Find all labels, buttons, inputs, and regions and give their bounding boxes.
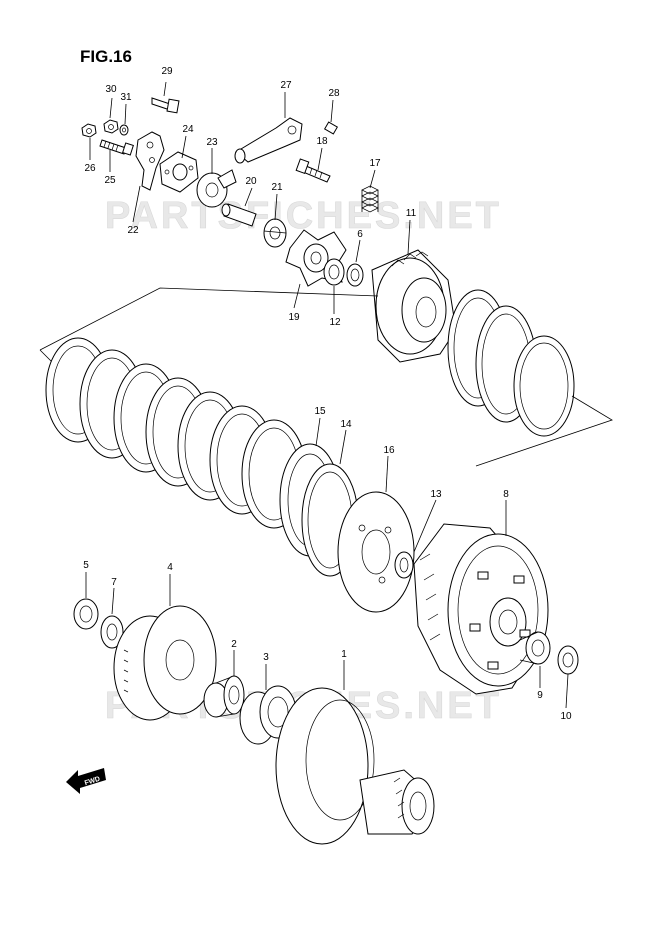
callout-25: 25	[104, 175, 116, 186]
callout-labels: 29 30 31 26 25 22 24 23 20 21 27 28 18 1…	[83, 66, 572, 722]
callout-5: 5	[83, 560, 89, 571]
callout-19: 19	[288, 312, 300, 323]
callout-14: 14	[340, 419, 352, 430]
part-2-bushing	[203, 675, 245, 718]
part-4-starter-clutch	[113, 605, 217, 721]
callout-23: 23	[206, 137, 218, 148]
callout-9: 9	[537, 690, 543, 701]
part-29-bolt	[151, 97, 180, 114]
forward-label: FWD	[84, 776, 101, 788]
callout-18: 18	[316, 136, 328, 147]
callout-10: 10	[560, 711, 572, 722]
part-18-bolt	[295, 158, 331, 183]
upper-plates-group	[447, 289, 575, 437]
callout-17: 17	[369, 158, 381, 169]
part-11-clutch-hub	[371, 249, 457, 363]
callout-12: 12	[329, 317, 341, 328]
callout-31: 31	[120, 92, 132, 103]
callout-15: 15	[314, 406, 326, 417]
part-22-bracket	[135, 131, 165, 191]
part-8-driven-gear	[413, 523, 549, 695]
forward-arrow-icon: FWD	[66, 768, 106, 794]
part-30-nut	[103, 119, 119, 134]
plates-bracket-lines	[39, 287, 613, 467]
callout-7: 7	[111, 577, 117, 588]
callout-8: 8	[503, 489, 509, 500]
callout-21: 21	[271, 182, 283, 193]
callout-16: 16	[383, 445, 395, 456]
part-1-gear-shaft	[275, 687, 435, 845]
callout-4: 4	[167, 562, 173, 573]
callout-3: 3	[263, 652, 269, 663]
leader-lines	[85, 81, 569, 709]
part-20-shaft	[221, 203, 257, 227]
callout-20: 20	[245, 176, 257, 187]
callout-2: 2	[231, 639, 237, 650]
callout-27: 27	[280, 80, 292, 91]
callout-29: 29	[161, 66, 173, 77]
part-17-spring	[361, 185, 379, 213]
callout-26: 26	[84, 163, 96, 174]
watermark-top: PARTSFICHES.NET	[105, 195, 502, 237]
callout-1: 1	[341, 649, 347, 660]
part-7-washer	[100, 615, 124, 649]
part-13-washer	[394, 551, 414, 579]
callout-22: 22	[127, 225, 139, 236]
part-25-screw	[99, 139, 134, 156]
callout-11: 11	[406, 208, 417, 219]
figure-title: FIG.16	[80, 47, 132, 66]
callout-6: 6	[357, 229, 363, 240]
part-23-cam	[196, 169, 237, 208]
clutch-plate-stack	[45, 337, 307, 529]
part-5-nut	[73, 598, 99, 630]
part-10-washer	[557, 645, 579, 675]
part-27-lever	[234, 117, 303, 164]
part-26-nut	[81, 123, 97, 138]
part-31-washer	[119, 124, 129, 136]
callout-24: 24	[182, 124, 194, 135]
part-6-washer	[346, 263, 364, 287]
part-9-sleeve	[519, 631, 551, 665]
part-21-bearing	[263, 218, 287, 248]
part-24-plate	[159, 151, 199, 193]
callout-13: 13	[430, 489, 442, 500]
callout-30: 30	[105, 84, 117, 95]
part-28-bolt	[323, 121, 339, 135]
callout-28: 28	[328, 88, 340, 99]
part-12-bearing	[323, 258, 345, 286]
